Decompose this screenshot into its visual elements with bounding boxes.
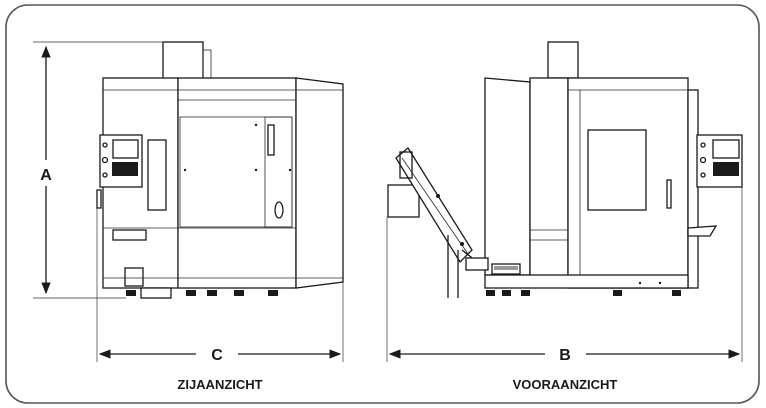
front-view-machine-icon <box>484 41 743 296</box>
control-pendant-icon <box>99 134 143 188</box>
dimension-a: A <box>33 41 163 299</box>
control-pendant-icon <box>696 134 743 188</box>
side-view-caption: ZIJAANZICHT <box>177 377 262 392</box>
side-view-machine-icon <box>96 41 344 299</box>
dimension-c: C <box>96 208 344 364</box>
dimension-b: B <box>386 187 743 364</box>
chip-conveyor-icon <box>387 147 489 298</box>
dimension-c-label: C <box>211 347 223 364</box>
front-view-caption: VOORAANZICHT <box>513 377 618 392</box>
dimension-b-label: B <box>559 347 571 364</box>
drawing-frame <box>5 4 760 404</box>
dimension-a-label: A <box>40 167 52 184</box>
